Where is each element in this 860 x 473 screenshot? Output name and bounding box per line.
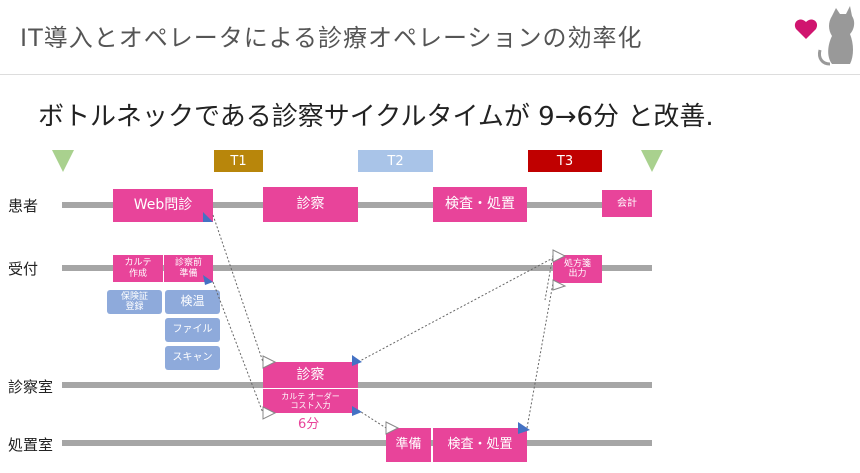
box-pre-exam-prep: 診察前 準備 (164, 255, 213, 282)
box-web-interview: Web問診 (113, 189, 213, 222)
phase-t2: T2 (358, 150, 433, 172)
lane-label-treatment-room: 処置室 (8, 436, 54, 454)
box-file: ファイル (165, 318, 220, 342)
phase-t1: T1 (214, 150, 263, 172)
phase-t3: T3 (528, 150, 602, 172)
page-title: IT導入とオペレータによる診療オペレーションの効率化 (20, 24, 643, 52)
box-temperature: 検温 (165, 290, 220, 314)
box-chart-create: カルテ 作成 (113, 255, 163, 282)
subtitle: ボトルネックである診察サイクルタイムが 9→6分 と改善. (38, 102, 714, 132)
box-exam-sub: カルテ オーダー コスト入力 (263, 389, 358, 413)
start-marker-icon (52, 150, 74, 172)
exam-duration: 6分 (298, 417, 320, 432)
box-exam-room: 診察 (263, 362, 358, 388)
lane-label-exam-room: 診察室 (8, 378, 54, 396)
box-treatment: 検査・処置 (433, 428, 527, 462)
lane-label-patient: 患者 (8, 197, 39, 215)
box-patient-test: 検査・処置 (433, 187, 527, 222)
end-marker-icon (641, 150, 663, 172)
box-treatment-prep: 準備 (386, 428, 431, 462)
box-prescription: 処方箋 出力 (553, 255, 602, 283)
box-insurance: 保険証 登録 (107, 290, 162, 314)
box-patient-exam: 診察 (263, 187, 358, 222)
divider (0, 74, 860, 75)
lane-line-treatment-room (62, 440, 652, 446)
lane-label-reception: 受付 (8, 260, 39, 278)
cat-heart-logo (780, 2, 860, 68)
box-scan: スキャン (165, 346, 220, 370)
box-payment: 会計 (602, 190, 652, 217)
lane-line-reception (62, 265, 652, 271)
